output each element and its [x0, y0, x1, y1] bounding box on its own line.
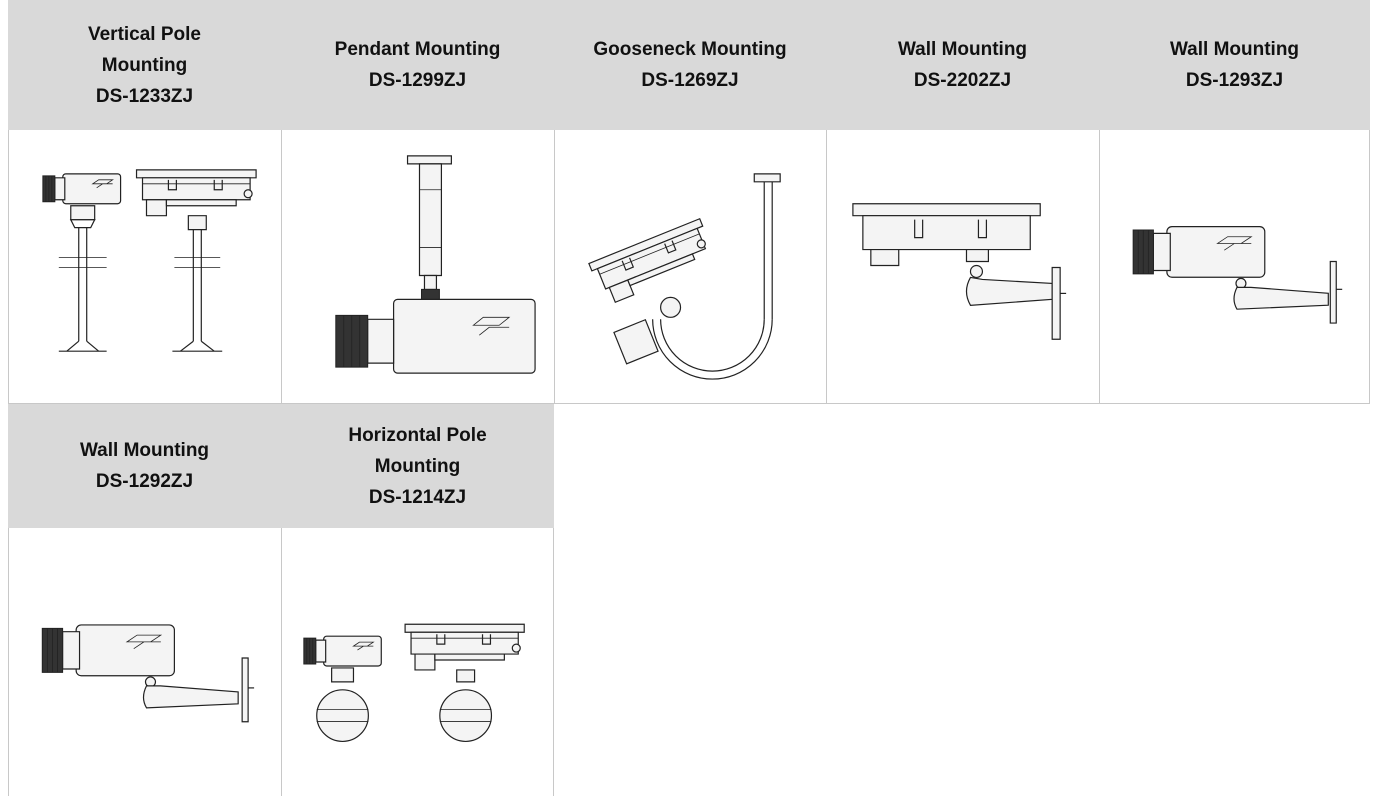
header-wall-mounting-2202: Wall Mounting DS-2202ZJ — [826, 0, 1099, 130]
mount-title: Pendant Mounting — [334, 39, 501, 60]
mount-model: DS-1214ZJ — [368, 486, 467, 508]
header-wall-mounting-1292: Wall Mounting DS-1292ZJ — [8, 404, 281, 528]
mount-model: DS-2202ZJ — [913, 70, 1012, 91]
pendant-mount-drawing — [281, 130, 554, 404]
header-horizontal-pole-mounting: Horizontal Pole Mounting DS-1214ZJ — [281, 404, 554, 528]
mount-title: Mounting — [101, 54, 188, 76]
mount-title: Mounting — [374, 455, 461, 477]
mount-title: Wall Mounting — [897, 39, 1028, 60]
wall-mount-housing-drawing — [826, 130, 1099, 404]
mount-title: Wall Mounting — [1169, 39, 1300, 60]
mount-model: DS-1293ZJ — [1185, 70, 1284, 91]
header-wall-mounting-1293: Wall Mounting DS-1293ZJ — [1099, 0, 1370, 130]
vertical-pole-mount-drawing — [8, 130, 281, 404]
wall-mount-camera-drawing — [8, 528, 281, 796]
header-vertical-pole-mounting: Vertical Pole Mounting DS-1233ZJ — [8, 0, 281, 130]
mount-model: DS-1269ZJ — [641, 70, 739, 91]
mount-title: Wall Mounting — [79, 440, 210, 461]
header-pendant-mounting: Pendant Mounting DS-1299ZJ — [281, 0, 554, 130]
mount-title: Gooseneck Mounting — [593, 39, 787, 60]
wall-mount-camera-drawing — [1099, 130, 1370, 404]
gooseneck-mount-drawing — [554, 130, 826, 404]
mount-title: Horizontal Pole — [348, 424, 487, 446]
mount-model: DS-1233ZJ — [95, 85, 194, 107]
header-gooseneck-mounting: Gooseneck Mounting DS-1269ZJ — [554, 0, 826, 130]
horizontal-pole-mount-drawing — [281, 528, 554, 796]
mount-model: DS-1292ZJ — [95, 471, 194, 492]
mount-title: Vertical Pole — [87, 23, 201, 45]
mount-model: DS-1299ZJ — [368, 70, 467, 91]
